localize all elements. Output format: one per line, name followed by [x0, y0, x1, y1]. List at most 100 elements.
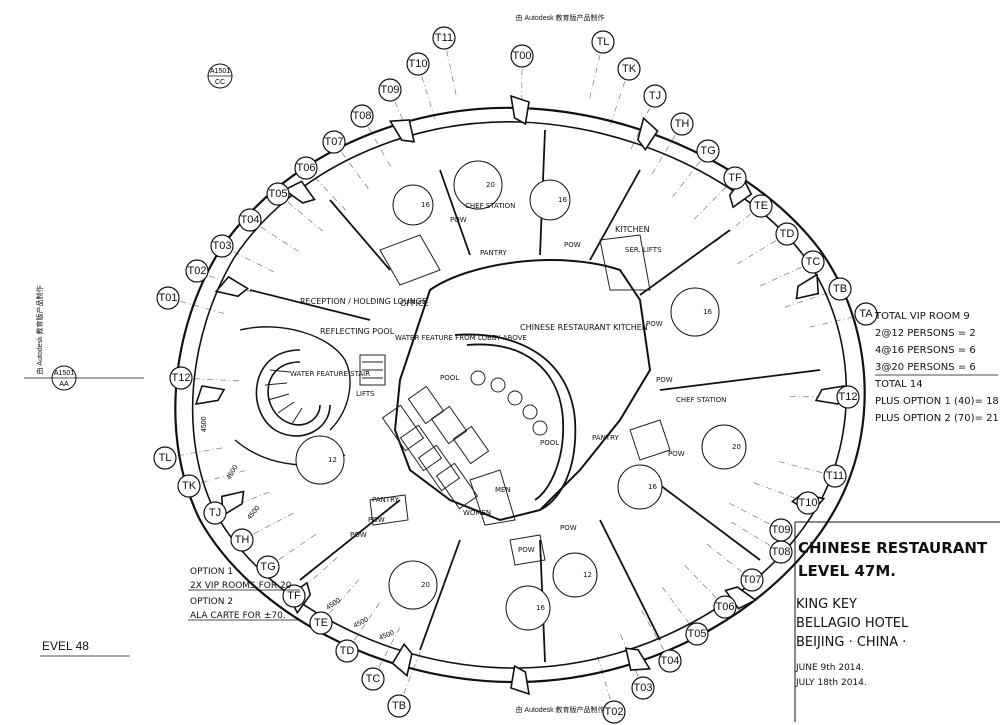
grid-bubble-te: TE — [749, 194, 773, 218]
perimeter-column — [220, 490, 245, 517]
round-table — [388, 560, 438, 610]
grid-bubble-label: TG — [700, 145, 715, 157]
option2-heading: OPTION 2 — [190, 597, 233, 607]
vip-room-summary: TOTAL VIP ROOM 9 2@12 PERSONS = 2 4@16 P… — [874, 311, 999, 424]
pool-label-2: POOL — [540, 439, 559, 447]
dimension-3: 4500 — [246, 505, 261, 522]
grid-bubble-t00: T00 — [510, 44, 534, 68]
grid-bubble-ta: TA — [854, 302, 878, 326]
grid-bubble-label: TG — [260, 561, 275, 573]
table-seat-count: 20 — [732, 443, 741, 451]
project-line-3: BEIJING · CHINA · — [796, 635, 906, 650]
table-seat-count: 16 — [558, 196, 567, 204]
grid-bubble-label: T03 — [634, 682, 653, 694]
dimension-6: 4500 — [378, 629, 395, 641]
grid-bubble-t04-18: T04 — [658, 649, 682, 673]
perimeter-columns — [194, 94, 846, 696]
grid-bubble-t04: T04 — [238, 208, 262, 232]
grid-bubble-tb: TB — [828, 277, 852, 301]
pool-label-1: POOL — [440, 374, 459, 382]
project-line-1: KING KEY — [796, 597, 857, 612]
section-mark-left: A1501 AA — [24, 365, 144, 391]
kitchen-main-label: CHINESE RESTAURANT KITCHEN — [520, 323, 648, 332]
spiral-stair — [255, 349, 331, 437]
grid-bubble-th-4: TH — [230, 528, 254, 552]
pow-label-4: POW — [656, 376, 673, 384]
grid-bubble-tl-1: TL — [153, 446, 177, 470]
project-line-2: BELLAGIO HOTEL — [796, 616, 909, 631]
grid-bubble-label: T08 — [772, 546, 791, 558]
title-line-2: LEVEL 47M. — [798, 562, 896, 580]
round-table — [701, 424, 747, 470]
grid-bubble-label: TF — [287, 590, 301, 602]
chef-station-top-label: CHEF STATION — [465, 202, 515, 210]
grid-bubble-t08: T08 — [350, 104, 374, 128]
perimeter-column — [637, 116, 659, 152]
grid-bubble-label: T04 — [661, 655, 680, 667]
pow-label-5: POW — [668, 450, 685, 458]
title-line-1: CHINESE RESTAURANT — [798, 539, 988, 557]
date-line-1: JUNE 9th 2014. — [795, 663, 864, 673]
pow-label-1: POW — [450, 216, 467, 224]
table-seat-count: 20 — [486, 181, 495, 189]
grid-bubble-t10: T10 — [406, 52, 430, 76]
grid-bubble-label: TD — [340, 645, 355, 657]
table-seat-count: 16 — [421, 201, 430, 209]
perimeter-column — [391, 642, 413, 678]
grid-bubble-label: T11 — [826, 470, 844, 482]
office-label: OFFICE — [400, 299, 429, 308]
grid-bubble-label: T04 — [241, 214, 260, 226]
pantry-label-3: PANTRY — [372, 496, 399, 504]
grid-bubble-th: TH — [670, 112, 694, 136]
grid-bubble-t07-15: T07 — [740, 568, 764, 592]
grid-bubbles: T00T01T02T03T04T05T06T07T08T09T10T11T12T… — [153, 26, 878, 724]
grid-bubble-label: TJ — [209, 507, 221, 519]
water-feature-stair-label: WATER FEATURE STAIR — [290, 370, 370, 378]
round-table — [392, 184, 434, 226]
grid-bubble-label: T08 — [353, 110, 372, 122]
grid-bubble-label: TC — [806, 256, 821, 268]
dimension-4: 4500 — [325, 597, 342, 612]
perimeter-column — [509, 94, 530, 126]
grid-bubble-t02: T02 — [185, 259, 209, 283]
grid-bubble-t11: T11 — [432, 26, 456, 50]
service-lifts-label: SER. LIFTS — [625, 246, 662, 254]
grid-bubble-label: T12 — [839, 391, 858, 403]
perimeter-column — [194, 385, 226, 406]
vip-16-line: 4@16 PERSONS = 6 — [875, 345, 976, 356]
vip-total-persons-line: TOTAL 14 — [874, 379, 923, 390]
grid-bubble-t05: T05 — [266, 182, 290, 206]
grid-bubble-tj-3: TJ — [203, 501, 227, 525]
grid-bubble-label: TF — [728, 172, 742, 184]
grid-bubble-label: T12 — [172, 372, 191, 384]
grid-bubble-label: T00 — [513, 50, 532, 62]
pow-label-9: POW — [350, 531, 367, 539]
grid-bubble-label: TJ — [649, 90, 661, 102]
pow-label-6: POW — [560, 524, 577, 532]
grid-bubble-label: T02 — [188, 265, 207, 277]
pow-label-3: POW — [646, 320, 663, 328]
perimeter-column — [214, 275, 249, 298]
grid-bubble-td: TD — [775, 222, 799, 246]
room-labels: RECEPTION / HOLDING LOUNGE OFFICE REFLEC… — [290, 202, 726, 554]
grid-bubble-label: T03 — [213, 240, 232, 252]
footer-watermark: 由 Autodesk 教育版产品制作 — [515, 705, 604, 714]
grid-bubble-tj: TJ — [643, 84, 667, 108]
reception-label: RECEPTION / HOLDING LOUNGE — [300, 297, 427, 306]
perimeter-column — [510, 664, 531, 696]
table-seat-count: 16 — [703, 308, 712, 316]
vip-12-line: 2@12 PERSONS = 2 — [875, 328, 976, 339]
grid-bubble-label: T07 — [743, 574, 762, 586]
grid-bubble-t06-16: T06 — [713, 595, 737, 619]
lifts-label: LIFTS — [356, 390, 375, 398]
grid-bubble-t06: T06 — [294, 156, 318, 180]
round-table — [617, 464, 663, 510]
grid-bubble-tc: TC — [801, 250, 825, 274]
round-table — [453, 160, 503, 210]
grid-bubble-t09-13: T09 — [769, 518, 793, 542]
pow-label-7: POW — [518, 546, 535, 554]
grid-bubble-t01: T01 — [156, 286, 180, 310]
grid-bubble-t05-17: T05 — [685, 622, 709, 646]
pantry-label-1: PANTRY — [480, 249, 507, 257]
